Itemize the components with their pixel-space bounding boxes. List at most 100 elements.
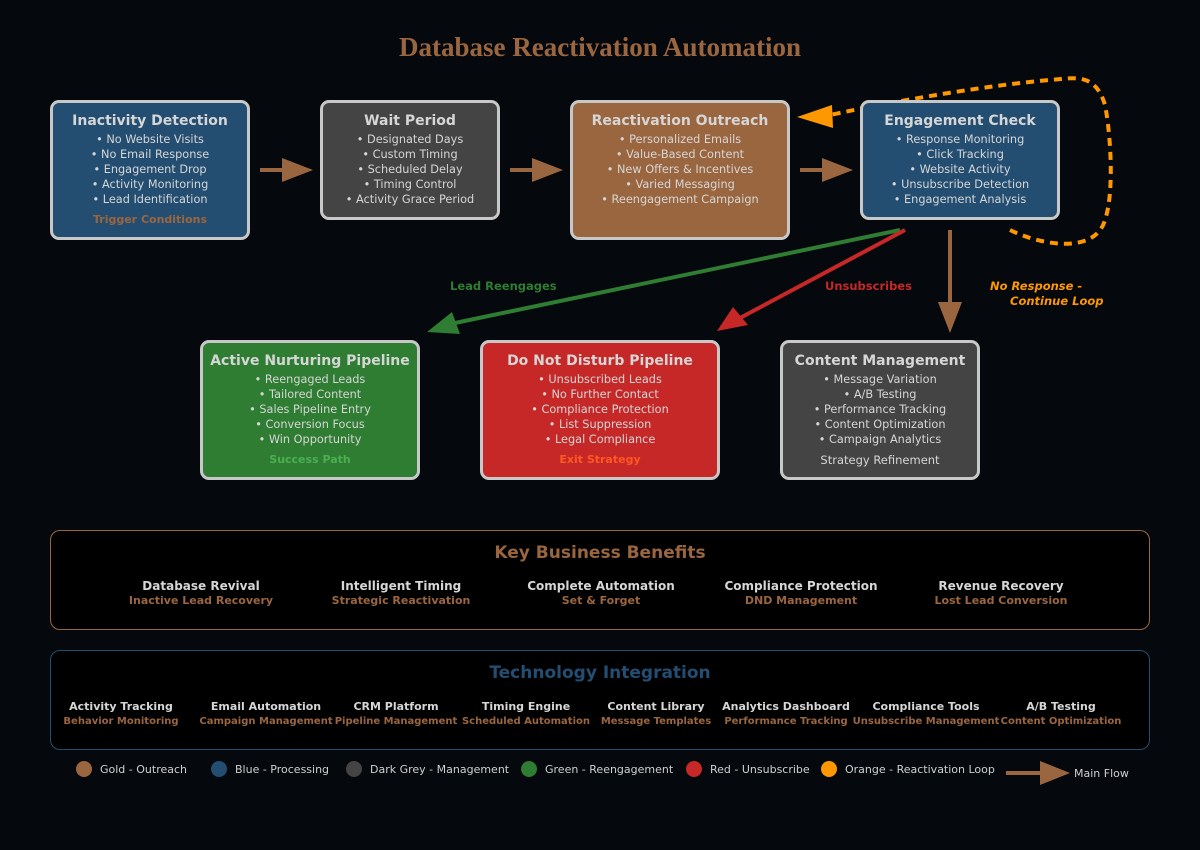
legend-item-gold: Gold - Outreach (76, 761, 187, 777)
legend-item-green: Green - Reengagement (521, 761, 673, 777)
arrow-reactivation-loop (797, 76, 1113, 246)
node-footer: Trigger Conditions (92, 213, 208, 226)
blue-dot-icon (211, 761, 227, 777)
node-active-nurturing[interactable]: Active Nurturing Pipeline • Reengaged Le… (200, 340, 420, 480)
tech-name: Compliance Tools (872, 700, 980, 713)
node-item: • Activity Grace Period (345, 193, 475, 206)
label-lead-reengages: Lead Reengages (450, 279, 557, 293)
node-item: • Engagement Drop (93, 163, 207, 176)
tech-item: A/B Testing Content Optimization (996, 700, 1126, 727)
benefit-item: Database Revival Inactive Lead Recovery (101, 579, 301, 607)
tech-name: Email Automation (210, 700, 322, 713)
benefit-item: Intelligent Timing Strategic Reactivatio… (301, 579, 501, 607)
node-item: • Legal Compliance (544, 433, 656, 446)
legend-item-blue: Blue - Processing (211, 761, 329, 777)
technology-title: Technology Integration (489, 663, 711, 683)
arrow-unsubscribes (717, 228, 906, 331)
legend-item-dark-grey: Dark Grey - Management (346, 761, 509, 777)
legend-label: Dark Grey - Management (370, 762, 510, 776)
node-item: • Message Variation (823, 373, 937, 386)
node-item: • List Suppression (548, 418, 652, 431)
benefits-title: Key Business Benefits (494, 543, 706, 563)
node-title: Content Management (794, 353, 966, 369)
node-item: • Designated Days (356, 133, 464, 146)
node-item: • No Website Visits (96, 133, 204, 146)
arrow-reengages (427, 228, 901, 334)
arrow-outreach-to-engagement (800, 158, 853, 182)
legend-label: Orange - Reactivation Loop (845, 762, 995, 776)
node-title: Engagement Check (884, 113, 1036, 129)
tech-name: Activity Tracking (69, 700, 173, 713)
node-item: • Value-Based Content (615, 148, 745, 161)
tech-item: Compliance Tools Unsubscribe Management (851, 700, 1001, 727)
tech-item: Email Automation Campaign Management (196, 700, 336, 727)
legend-label: Gold - Outreach (100, 762, 188, 776)
tech-item: CRM Platform Pipeline Management (331, 700, 461, 727)
node-item: • Scheduled Delay (357, 163, 463, 176)
tech-name: Analytics Dashboard (722, 700, 850, 713)
node-item: • Personalized Emails (618, 133, 742, 146)
diagram-title: Database Reactivation Automation (399, 32, 801, 62)
benefit-sub: DND Management (744, 594, 858, 607)
legend-label: Red - Unsubscribe (710, 762, 810, 776)
node-item: • Sales Pipeline Entry (249, 403, 371, 416)
node-item: • Website Activity (909, 163, 1011, 176)
tech-sub: Pipeline Management (334, 716, 458, 727)
node-do-not-disturb[interactable]: Do Not Disturb Pipeline • Unsubscribed L… (480, 340, 720, 480)
node-item: • A/B Testing (843, 388, 917, 401)
node-inactivity-detection[interactable]: Inactivity Detection • No Website Visits… (50, 100, 250, 240)
node-item: • Compliance Protection (531, 403, 669, 416)
benefit-sub: Lost Lead Conversion (934, 594, 1068, 607)
node-item: • Reengagement Campaign (601, 193, 759, 206)
arrow-inactivity-to-wait (260, 158, 313, 182)
node-item: • Click Tracking (916, 148, 1004, 161)
legend-item-red: Red - Unsubscribe (686, 761, 810, 777)
tech-item: Analytics Dashboard Performance Tracking (721, 700, 851, 727)
node-item: • Response Monitoring (895, 133, 1025, 146)
red-dot-icon (686, 761, 702, 777)
main-flow-arrow-icon (1006, 761, 1070, 785)
tech-item: Activity Tracking Behavior Monitoring (56, 700, 186, 727)
node-item: • Unsubscribe Detection (890, 178, 1030, 191)
node-title: Reactivation Outreach (591, 113, 769, 129)
node-content-management[interactable]: Content Management • Message Variation •… (780, 340, 980, 480)
benefit-name: Compliance Protection (724, 579, 878, 593)
label-no-response: No Response - (990, 279, 1083, 293)
node-engagement-check[interactable]: Engagement Check • Response Monitoring •… (860, 100, 1060, 220)
label-unsubscribes: Unsubscribes (825, 279, 912, 293)
node-item: • Engagement Analysis (893, 193, 1027, 206)
node-item: • No Email Response (90, 148, 210, 161)
green-dot-icon (521, 761, 537, 777)
benefit-name: Database Revival (142, 579, 260, 593)
legend-label: Green - Reengagement (545, 762, 674, 776)
node-reactivation-outreach[interactable]: Reactivation Outreach • Personalized Ema… (570, 100, 790, 240)
benefit-sub: Strategic Reactivation (331, 594, 471, 607)
node-item: • Lead Identification (92, 193, 208, 206)
legend-item-main-flow: Main Flow (1004, 761, 1129, 785)
node-title: Wait Period (364, 113, 456, 129)
benefit-name: Revenue Recovery (938, 579, 1064, 593)
node-wait-period[interactable]: Wait Period • Designated Days • Custom T… (320, 100, 500, 220)
tech-sub: Performance Tracking (724, 716, 848, 727)
node-item: • Activity Monitoring (91, 178, 209, 191)
node-item: • Conversion Focus (255, 418, 365, 431)
node-item: • Win Opportunity (258, 433, 362, 446)
node-item: • Tailored Content (258, 388, 362, 401)
benefit-item: Revenue Recovery Lost Lead Conversion (901, 579, 1101, 607)
benefit-name: Intelligent Timing (340, 579, 462, 593)
tech-sub: Behavior Monitoring (63, 716, 179, 727)
benefits-panel: Key Business Benefits Database Revival I… (50, 530, 1150, 630)
node-item: • Campaign Analytics (818, 433, 942, 446)
node-footer: Strategy Refinement (820, 453, 940, 467)
node-item: • Content Optimization (814, 418, 946, 431)
tech-name: CRM Platform (353, 700, 439, 713)
tech-sub: Scheduled Automation (461, 716, 591, 727)
node-item: • Timing Control (363, 178, 457, 191)
tech-name: Content Library (607, 700, 705, 713)
benefit-sub: Inactive Lead Recovery (128, 594, 274, 607)
node-item: • Varied Messaging (625, 178, 735, 191)
legend-label: Main Flow (1074, 766, 1129, 780)
tech-name: A/B Testing (1026, 700, 1096, 713)
node-title: Do Not Disturb Pipeline (507, 353, 693, 369)
